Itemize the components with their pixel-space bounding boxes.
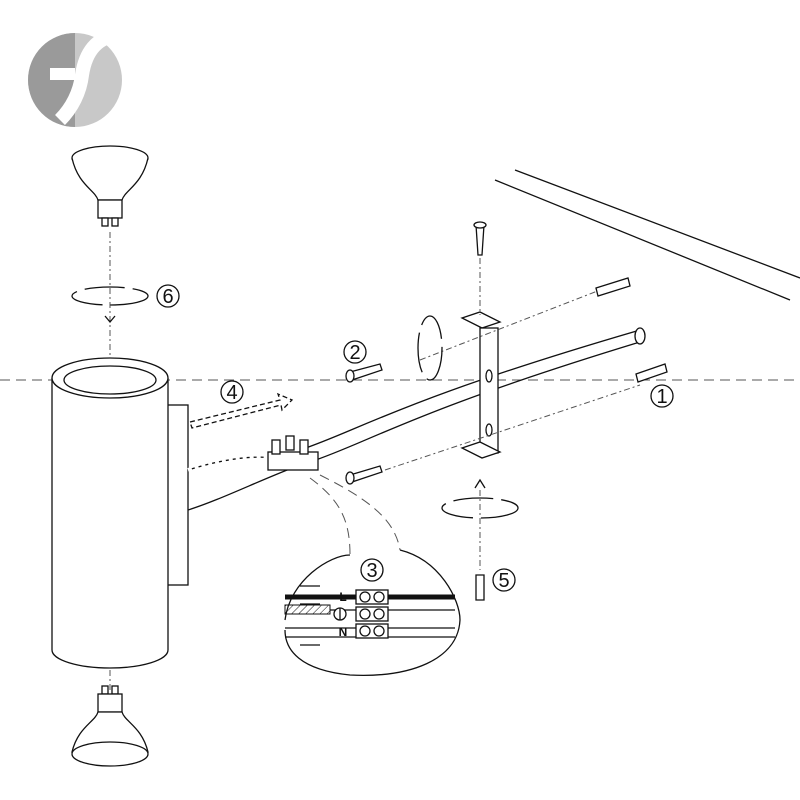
cables (187, 327, 646, 511)
svg-text:1: 1 (656, 386, 667, 408)
step-5: 5 (492, 568, 516, 592)
slide-arrow-icon (189, 392, 294, 429)
neutral-label: N (339, 625, 348, 639)
step-3: 3 (360, 558, 384, 582)
screws (345, 221, 641, 485)
live-label: L (339, 590, 346, 604)
top-bulb (71, 145, 149, 227)
mounting-bracket (460, 311, 502, 459)
svg-text:2: 2 (349, 342, 360, 364)
bottom-bulb (71, 685, 149, 767)
step-6: 6 (156, 284, 180, 308)
rotate-arrow-icon (417, 315, 519, 519)
terminal-block (267, 435, 319, 471)
wall-plugs (475, 277, 668, 601)
brand-logo (28, 28, 123, 127)
svg-text:6: 6 (162, 286, 173, 308)
step-4: 4 (220, 380, 244, 404)
step-2: 2 (343, 340, 367, 364)
svg-text:3: 3 (366, 560, 377, 582)
svg-text:4: 4 (226, 382, 237, 404)
wiring-inset: L N (284, 474, 461, 676)
svg-text:5: 5 (498, 570, 509, 592)
rotate-arrow-icon (71, 286, 149, 324)
step-1: 1 (650, 384, 674, 408)
lamp-cylinder (51, 357, 189, 669)
ceiling-lines (494, 169, 800, 301)
